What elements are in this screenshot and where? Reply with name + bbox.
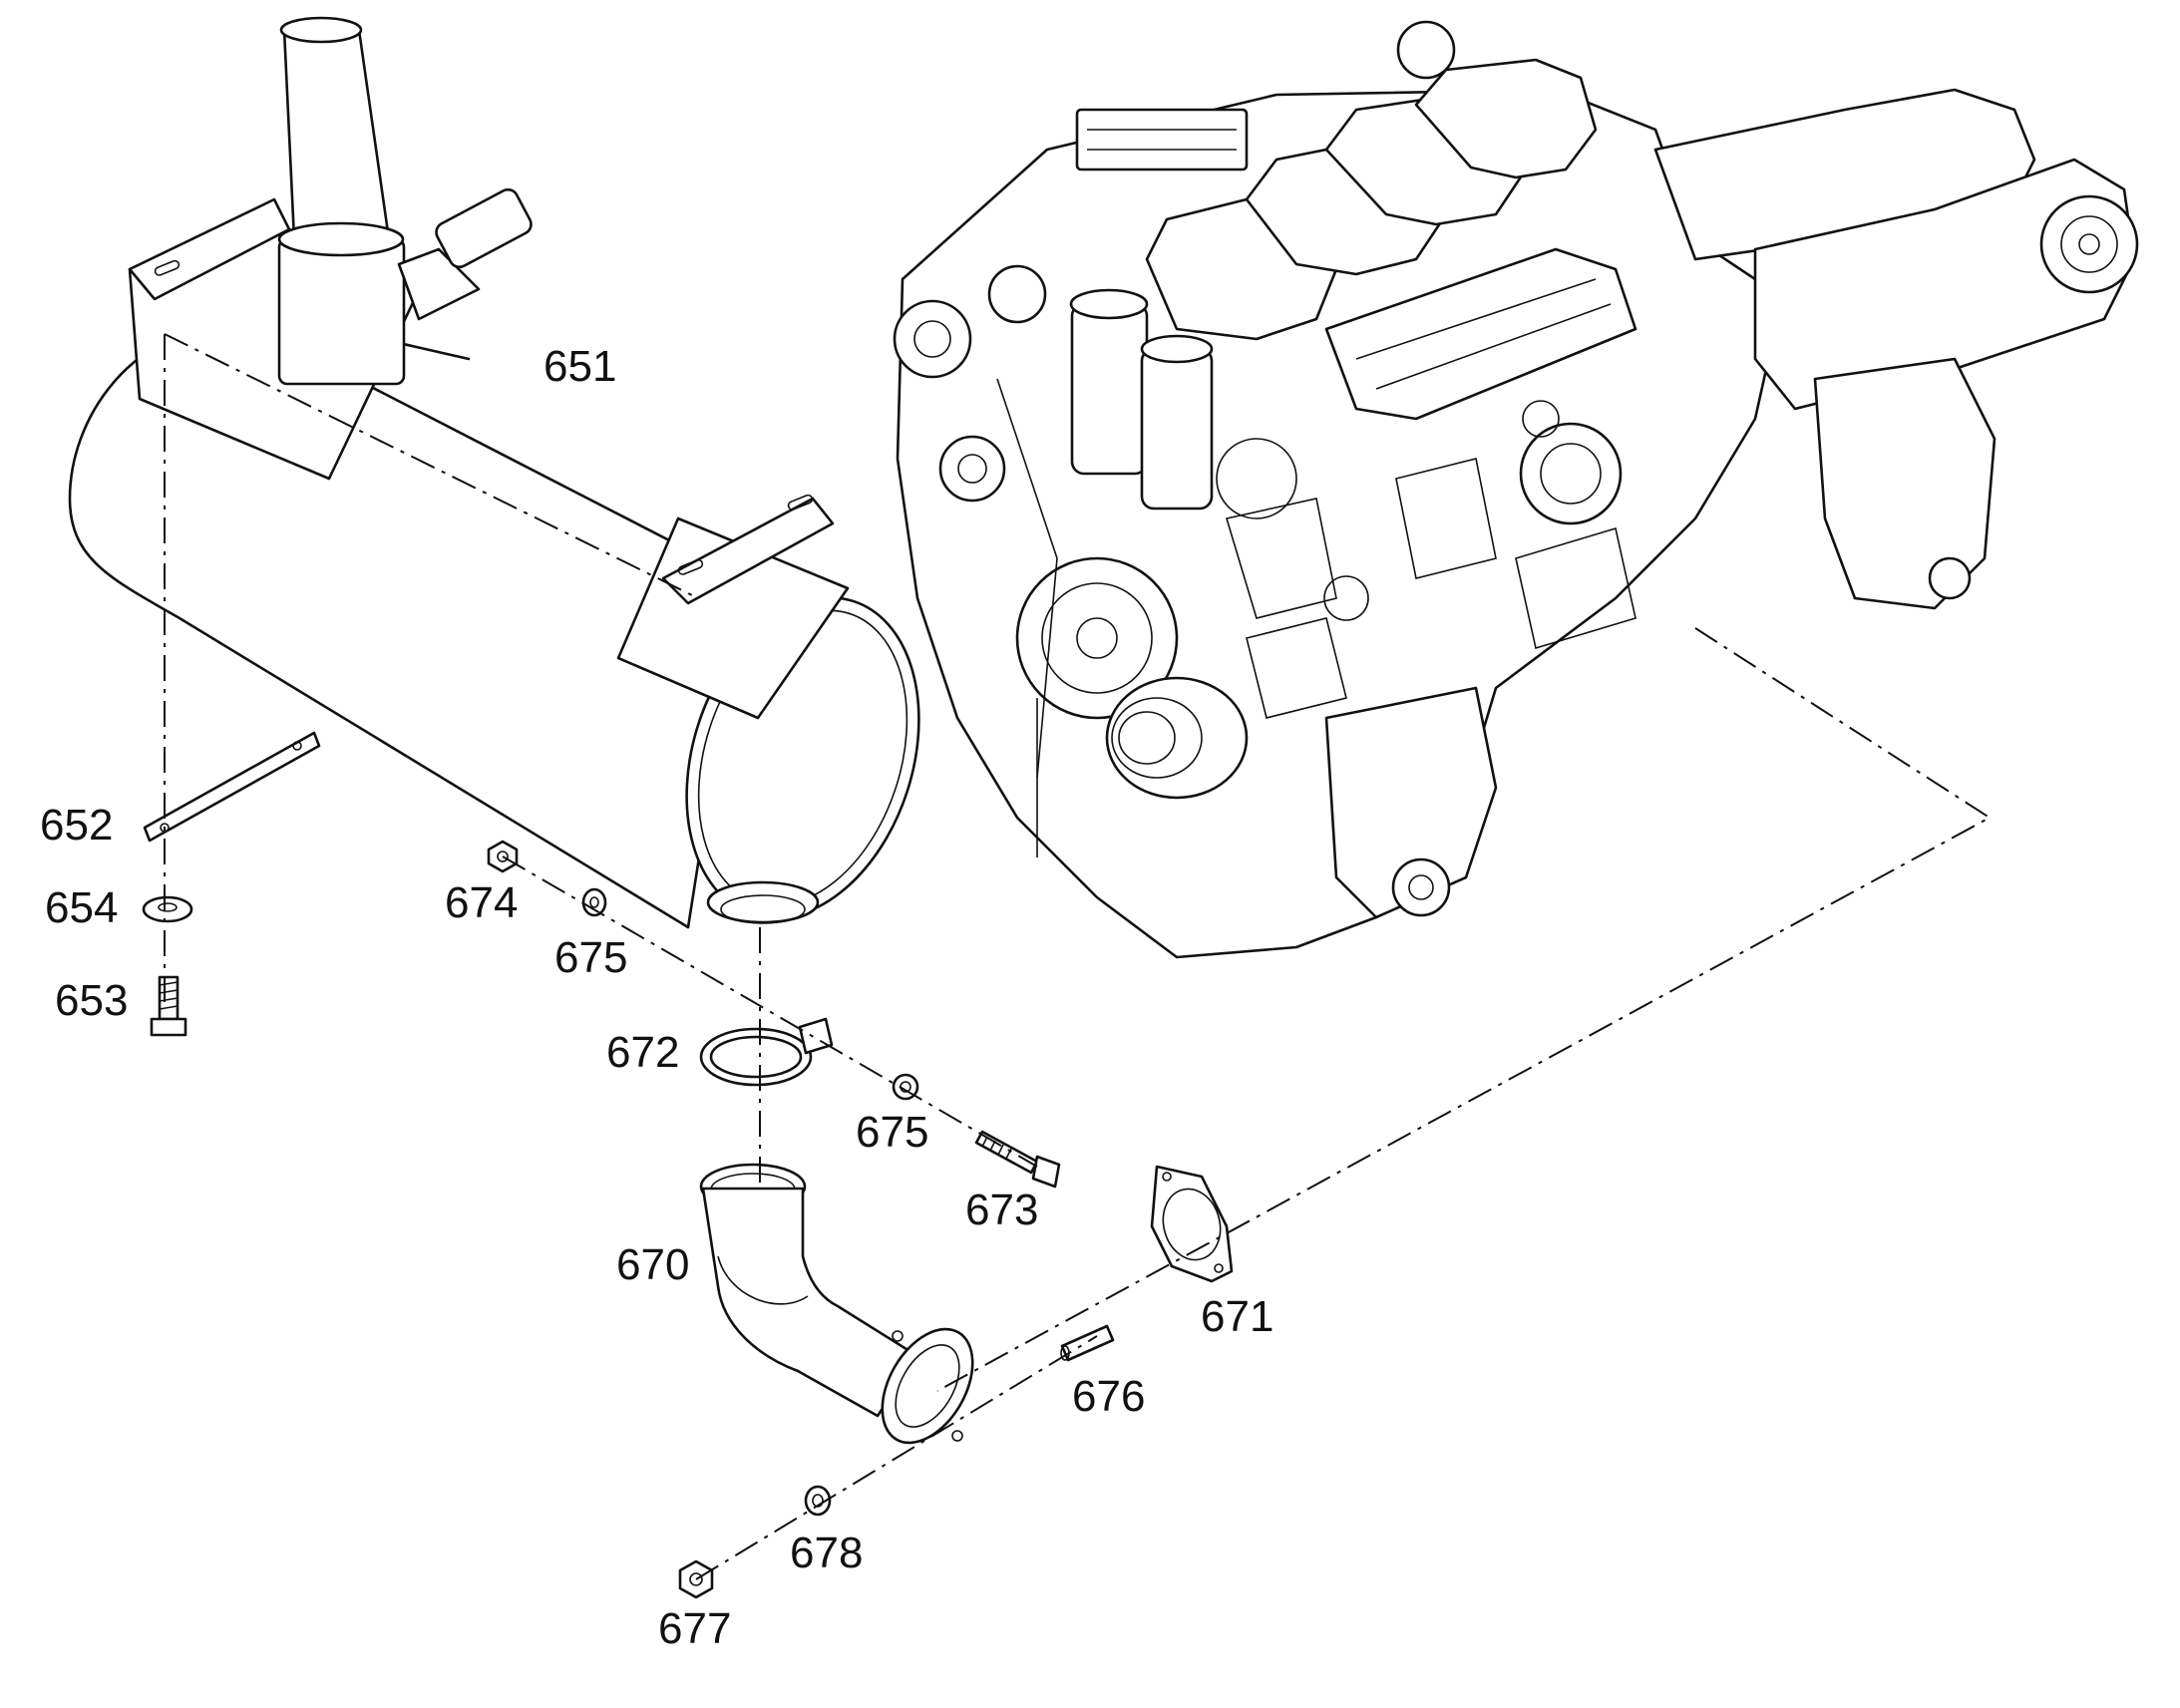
callouts: 651 652 654 653 674 675 672 675 673 670 … xyxy=(40,342,1273,1653)
callout-671[interactable]: 671 xyxy=(1201,1292,1273,1341)
callout-674[interactable]: 674 xyxy=(445,878,518,927)
callout-673[interactable]: 673 xyxy=(965,1186,1038,1234)
callout-653[interactable]: 653 xyxy=(55,976,128,1025)
callout-670[interactable]: 670 xyxy=(616,1240,689,1289)
callout-675a[interactable]: 675 xyxy=(554,933,627,982)
washer-675a xyxy=(581,887,607,917)
gasket-671 xyxy=(1150,1165,1234,1283)
callout-677[interactable]: 677 xyxy=(658,1604,731,1653)
callout-672[interactable]: 672 xyxy=(606,1028,679,1077)
callout-654[interactable]: 654 xyxy=(45,883,118,932)
stud-676 xyxy=(1060,1324,1115,1362)
callout-678[interactable]: 678 xyxy=(790,1529,863,1577)
assembly-lines xyxy=(164,333,1992,1580)
callout-652[interactable]: 652 xyxy=(40,801,113,850)
callout-675b[interactable]: 675 xyxy=(856,1108,928,1157)
engine-assembly xyxy=(893,20,2139,959)
clamp-672 xyxy=(699,1017,834,1087)
elbow-pipe-670 xyxy=(699,1163,974,1445)
strap-652 xyxy=(143,731,321,843)
muffler-651 xyxy=(68,16,920,929)
callout-651[interactable]: 651 xyxy=(544,342,616,391)
bolt-673 xyxy=(974,1130,1061,1189)
washer-654 xyxy=(142,895,193,923)
bolt-653 xyxy=(150,975,187,1037)
callout-676[interactable]: 676 xyxy=(1072,1372,1145,1421)
